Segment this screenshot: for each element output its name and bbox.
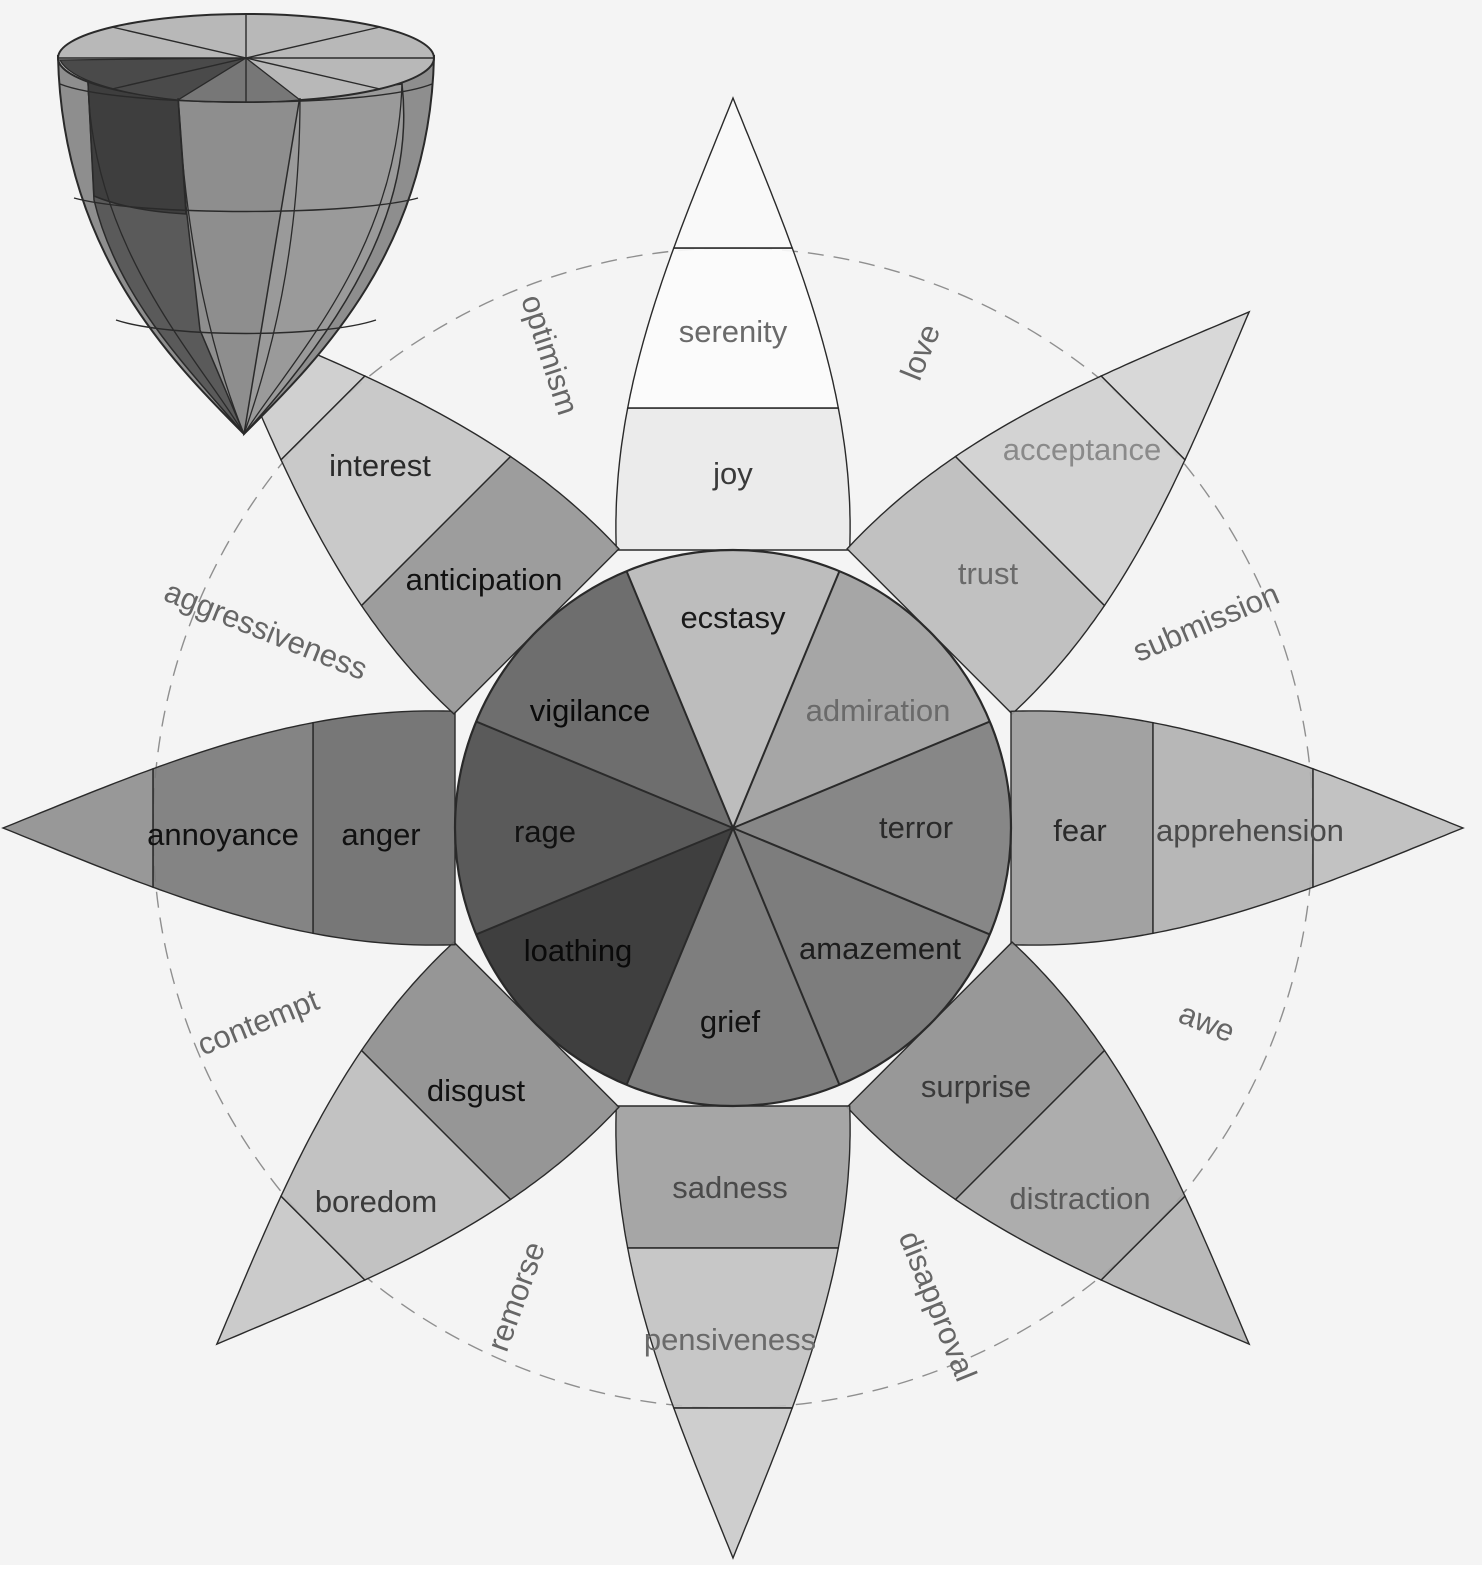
label-fear: fear <box>1053 813 1106 848</box>
label-disgust: disgust <box>427 1073 526 1108</box>
label-grief: grief <box>700 1004 761 1039</box>
petal-joy-tip-band <box>674 98 792 248</box>
label-distraction: distraction <box>1009 1181 1150 1216</box>
label-surprise: surprise <box>921 1069 1031 1104</box>
label-amazement: amazement <box>799 931 961 966</box>
label-apprehension: apprehension <box>1156 813 1344 848</box>
label-anger: anger <box>341 817 420 852</box>
label-terror: terror <box>879 810 953 845</box>
label-boredom: boredom <box>315 1184 437 1219</box>
petal-anger-tip-band <box>3 769 153 887</box>
label-serenity: serenity <box>679 314 788 349</box>
cone-darkest-face <box>88 82 186 214</box>
label-anticipation: anticipation <box>406 562 563 597</box>
label-pensiveness: pensiveness <box>644 1322 816 1357</box>
dyad-aggressiveness: aggressiveness <box>160 574 373 687</box>
petal-sadness-tip-band <box>674 1408 792 1558</box>
dyad-remorse: remorse <box>480 1237 552 1356</box>
dyad-love: love <box>893 319 947 385</box>
dyad-disapproval: disapproval <box>892 1226 984 1386</box>
dyad-awe: awe <box>1174 995 1240 1049</box>
dyad-submission: submission <box>1128 576 1284 669</box>
label-rage: rage <box>514 814 576 849</box>
label-acceptance: acceptance <box>1003 432 1162 467</box>
cone-top-spokes <box>58 14 434 102</box>
label-vigilance: vigilance <box>530 693 651 728</box>
label-sadness: sadness <box>672 1170 787 1205</box>
label-interest: interest <box>329 448 431 483</box>
label-annoyance: annoyance <box>147 817 299 852</box>
label-joy: joy <box>712 456 753 491</box>
dyad-optimism: optimism <box>514 290 586 419</box>
label-trust: trust <box>958 556 1019 591</box>
label-loathing: loathing <box>524 933 633 968</box>
label-ecstasy: ecstasy <box>680 600 786 635</box>
emotion-cone-3d <box>58 14 434 434</box>
label-admiration: admiration <box>806 693 951 728</box>
dyad-contempt: contempt <box>192 982 324 1062</box>
